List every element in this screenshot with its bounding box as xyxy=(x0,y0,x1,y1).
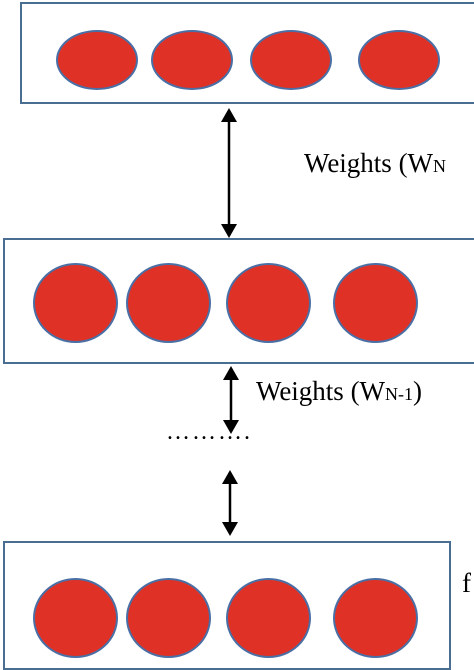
neuron xyxy=(250,30,332,90)
neuron xyxy=(226,263,311,343)
double-arrow-middle xyxy=(223,366,239,434)
weights-label-middle-prefix: Weights (W xyxy=(256,376,386,406)
weights-label-top-prefix: Weights (W xyxy=(304,148,434,178)
weights-label-middle-suffix: ) xyxy=(413,376,423,406)
neuron xyxy=(33,263,118,343)
weights-label-top-sub: N xyxy=(433,156,447,176)
neuron xyxy=(226,578,311,658)
neuron xyxy=(333,263,418,343)
ellipsis-dots: ………. xyxy=(166,420,252,444)
neuron xyxy=(33,578,118,658)
neuron xyxy=(151,30,233,90)
neuron xyxy=(126,263,211,343)
weights-label-middle: Weights (WN-1) xyxy=(256,378,422,405)
ellipsis-text: ………. xyxy=(166,419,252,445)
neuron xyxy=(358,30,440,90)
double-arrow-top xyxy=(221,108,237,238)
bottom-label-fragment: f xyxy=(462,570,471,597)
double-arrow-bottom xyxy=(222,470,238,536)
neuron xyxy=(126,578,211,658)
neuron xyxy=(333,578,418,658)
weights-label-top: Weights (WN xyxy=(304,150,446,177)
neuron xyxy=(56,30,138,90)
bottom-label-fragment-text: f xyxy=(462,568,471,598)
weights-label-middle-sub: N-1 xyxy=(385,384,414,404)
